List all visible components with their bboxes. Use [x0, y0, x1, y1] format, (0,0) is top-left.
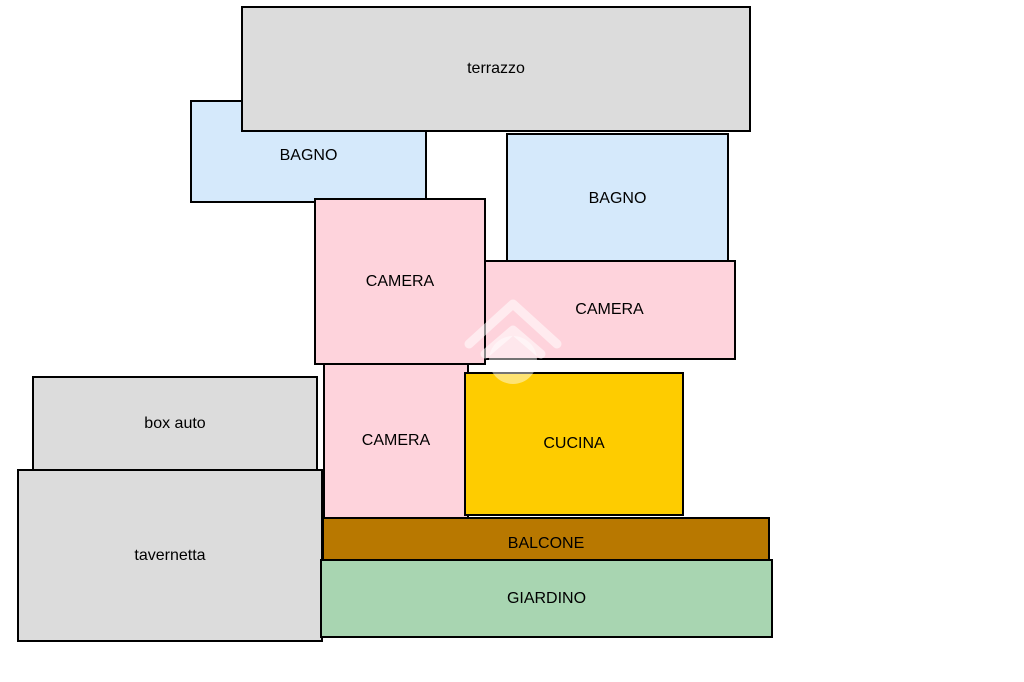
room-label-balcone: BALCONE: [507, 535, 585, 552]
room-label-tavernetta: tavernetta: [134, 546, 206, 564]
room-label-terrazzo: terrazzo: [467, 60, 525, 77]
room-camera-bottom: CAMERA: [323, 363, 469, 519]
room-tavernetta: tavernetta: [17, 469, 323, 642]
room-camera-top: CAMERA: [314, 198, 486, 365]
room-label-camera-right: CAMERA: [575, 301, 644, 318]
room-cucina: CUCINA: [464, 372, 684, 516]
room-label-camera-top: CAMERA: [365, 272, 435, 290]
room-camera-right: CAMERA: [483, 260, 736, 360]
room-label-cucina: CUCINA: [543, 435, 605, 452]
room-terrazzo: terrazzo: [241, 6, 751, 132]
room-label-box-auto: box auto: [144, 415, 206, 432]
room-bagno-right: BAGNO: [506, 133, 729, 265]
room-label-camera-bottom: CAMERA: [361, 432, 431, 449]
room-label-bagno-left: BAGNO: [279, 146, 338, 164]
room-giardino: GIARDINO: [320, 559, 773, 638]
room-balcone: BALCONE: [322, 517, 770, 563]
room-label-bagno-right: BAGNO: [588, 190, 647, 207]
room-label-giardino: GIARDINO: [506, 589, 587, 607]
room-box-auto: box auto: [32, 376, 318, 472]
